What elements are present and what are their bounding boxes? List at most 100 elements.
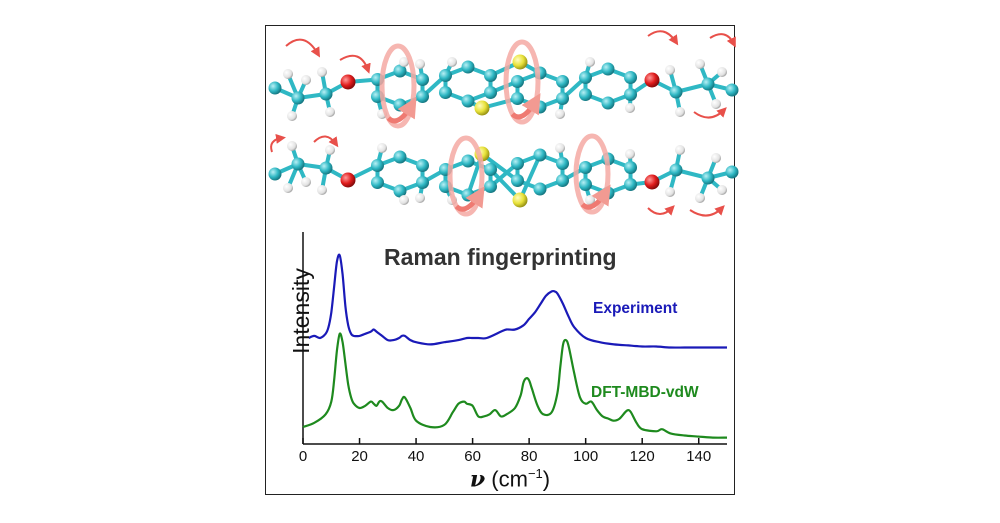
hydrogen-atom <box>399 195 409 205</box>
carbon-atom <box>416 176 430 189</box>
carbon-atom <box>393 184 407 198</box>
sulfur-atom <box>474 100 490 116</box>
hydrogen-atom <box>283 69 293 79</box>
hydrogen-atom <box>283 183 293 193</box>
carbon-atom <box>556 157 570 170</box>
hydrogen-atom <box>287 141 297 151</box>
carbon-atom <box>484 86 498 99</box>
carbon-atom <box>484 180 498 193</box>
small-rotation-arrow <box>689 205 725 217</box>
x-tick-label-80: 80 <box>521 448 538 465</box>
carbon-atom <box>601 62 615 76</box>
carbon-atom <box>669 163 683 177</box>
hydrogen-atom <box>301 75 311 85</box>
rotation-arrow <box>580 184 611 210</box>
rotation-arrows-icon <box>270 30 736 217</box>
carbon-atom <box>370 159 384 172</box>
carbon-atom <box>393 150 407 164</box>
carbon-atom <box>461 60 475 74</box>
x-axis-symbol: ν <box>469 466 486 493</box>
hydrogen-atom <box>555 109 565 119</box>
oxygen-atom <box>644 174 660 190</box>
x-axis-label: ν (cm−1) <box>430 466 590 492</box>
oxygen-atom <box>644 72 660 88</box>
carbon-atom <box>701 171 715 185</box>
molecule-bottom-icon <box>268 141 739 208</box>
hydrogen-atom <box>377 143 387 153</box>
hydrogen-atom <box>665 65 675 75</box>
hydrogen-atom <box>325 107 335 117</box>
carbon-atom <box>624 88 638 101</box>
carbon-atom <box>578 161 592 174</box>
x-tick-label-140: 140 <box>686 448 711 465</box>
carbon-atom <box>510 174 524 187</box>
oxygen-atom <box>340 74 356 90</box>
carbon-atom <box>461 188 475 202</box>
hydrogen-atom <box>555 143 565 153</box>
hydrogen-atom <box>317 185 327 195</box>
bond <box>518 153 542 202</box>
hydrogen-atom <box>717 185 727 195</box>
carbon-atom <box>556 75 570 88</box>
rotation-ring <box>503 39 541 125</box>
x-tick-label-120: 120 <box>630 448 655 465</box>
small-rotation-arrow <box>647 30 679 46</box>
x-tick-label-100: 100 <box>573 448 598 465</box>
hydrogen-atom <box>625 103 635 113</box>
chart-title: Raman fingerprinting <box>384 244 617 270</box>
carbon-atom <box>268 81 282 95</box>
hydrogen-atom <box>711 99 721 109</box>
carbon-atom <box>510 75 524 88</box>
carbon-atom <box>578 71 592 84</box>
hydrogen-atom <box>695 59 705 69</box>
x-axis-unit-close: ) <box>542 466 551 492</box>
carbon-atom <box>268 167 282 181</box>
carbon-atom <box>624 178 638 191</box>
carbon-atom <box>393 64 407 78</box>
carbon-atom <box>291 157 305 171</box>
carbon-atom <box>416 159 430 172</box>
oxygen-atom <box>340 172 356 188</box>
carbon-atom <box>556 174 570 187</box>
hydrogen-atom <box>415 193 425 203</box>
hydrogen-atom <box>317 67 327 77</box>
x-axis-unit: (cm <box>491 466 528 492</box>
x-tick-label-0: 0 <box>299 448 307 465</box>
hydrogen-atom <box>447 57 457 67</box>
rotation-ring <box>447 135 485 217</box>
small-rotation-arrow <box>709 33 736 48</box>
x-tick-label-60: 60 <box>464 448 481 465</box>
carbon-atom <box>510 92 524 105</box>
carbon-atom <box>461 94 475 108</box>
small-rotation-arrow <box>339 54 371 74</box>
carbon-atom <box>370 176 384 189</box>
carbon-atom <box>624 161 638 174</box>
hydrogen-atom <box>301 177 311 187</box>
series-line-0 <box>308 253 727 349</box>
carbon-atom <box>624 71 638 84</box>
hydrogen-atom <box>675 107 685 117</box>
hydrogen-atom <box>415 59 425 69</box>
hydrogen-atom <box>399 57 409 67</box>
carbon-atom <box>438 69 452 82</box>
rotation-ring <box>573 133 611 215</box>
hydrogen-atom <box>675 145 685 155</box>
carbon-atom <box>438 86 452 99</box>
carbon-atom <box>578 88 592 101</box>
carbon-atom <box>461 154 475 168</box>
hydrogen-atom <box>717 67 727 77</box>
legend-dft-mbd-vdw: DFT-MBD-vdW <box>591 384 699 401</box>
hydrogen-atom <box>711 153 721 163</box>
small-rotation-arrow <box>285 38 321 58</box>
small-rotation-arrow <box>270 133 286 153</box>
carbon-atom <box>556 92 570 105</box>
series-line-1 <box>302 332 728 439</box>
series-lines <box>302 253 728 439</box>
sulfur-atom <box>512 192 528 208</box>
carbon-atom <box>416 90 430 103</box>
y-axis-label: Intensity <box>288 268 314 354</box>
carbon-atom <box>601 96 615 110</box>
carbon-atom <box>533 182 547 196</box>
